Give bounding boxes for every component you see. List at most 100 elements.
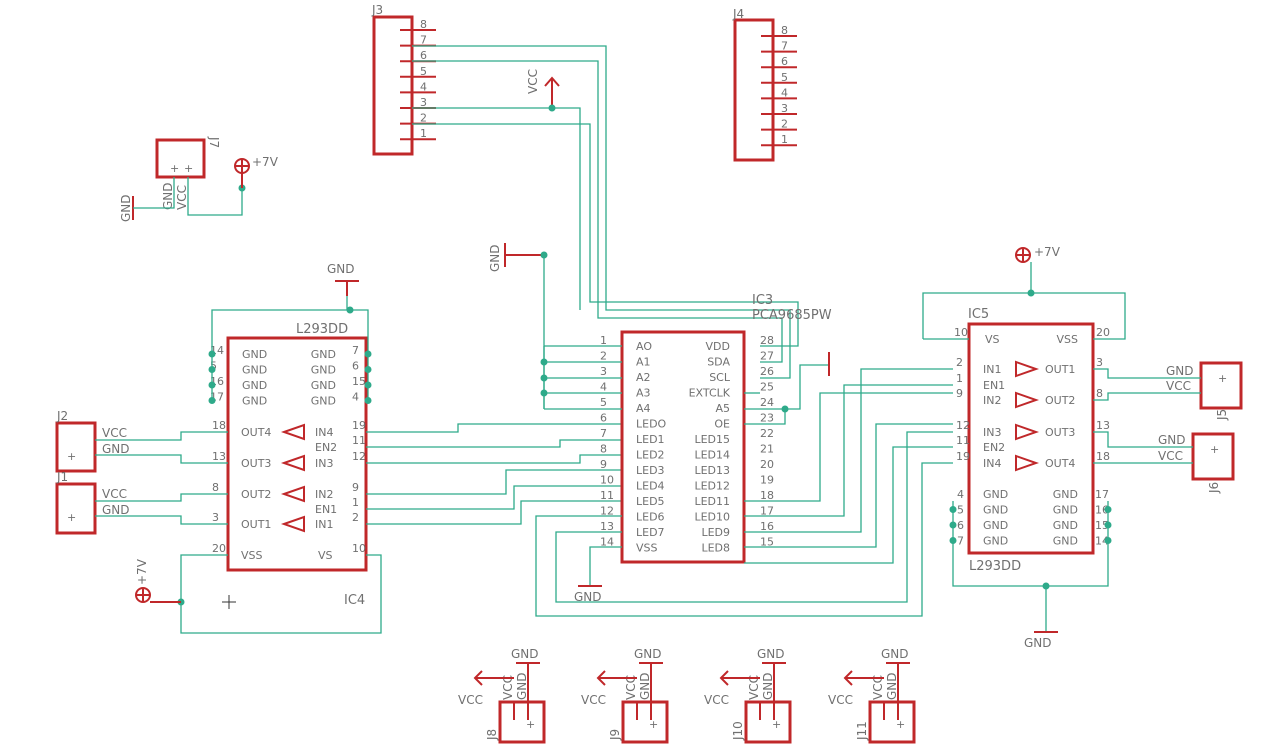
- gnd-symbol-ic4: GND: [327, 262, 359, 296]
- ic3-right-pin-num: 16: [760, 520, 774, 533]
- ic4-in-num: 2: [352, 511, 359, 524]
- ic5-gnd-left: GND: [983, 519, 1008, 532]
- j8-gnd-label: GND: [511, 647, 539, 661]
- j7-pin-vcc: VCC: [175, 185, 189, 210]
- ic3-right-pin-num: 26: [760, 365, 774, 378]
- ic5-gnd-right: GND: [1053, 535, 1078, 548]
- j8-vcc-label: VCC: [458, 693, 483, 707]
- ic4-in-name: EN2: [315, 441, 337, 454]
- v7-symbol-ic5: +7V: [1015, 245, 1061, 263]
- gnd-label-ic3: GND: [488, 244, 502, 272]
- ic3-left-pin-name: A2: [636, 371, 651, 384]
- j11-ref: J11: [855, 721, 869, 741]
- j3-pin-number: 2: [420, 112, 427, 125]
- j3-pin-number: 5: [420, 65, 427, 78]
- j7-pin-gnd: GND: [161, 182, 175, 210]
- ic3-right-pin-num: 15: [760, 536, 774, 549]
- ic5-in-name: EN1: [983, 379, 1005, 392]
- ic3-right-pin-name: LED12: [694, 480, 730, 493]
- j4-pin-number: 7: [781, 40, 788, 53]
- ic5-in-name: IN2: [983, 394, 1001, 407]
- ic3-right-pin-name: LED15: [694, 433, 730, 446]
- ic3-left-pin-name: LED6: [636, 511, 665, 524]
- ic4-gnd-right: GND: [311, 379, 336, 392]
- ic5-out-num: 8: [1096, 387, 1103, 400]
- j10-gnd-pin-label: GND: [761, 672, 775, 700]
- ic5-in-name: EN2: [983, 441, 1005, 454]
- svg-text:GND: GND: [1024, 636, 1052, 650]
- ic3-right-pin-num: 17: [760, 505, 774, 518]
- svg-text:GND: GND: [574, 590, 602, 604]
- ic3-left-pin-name: LED1: [636, 433, 665, 446]
- j11-vcc-arrow: [843, 670, 853, 686]
- ic5-out-name: OUT4: [1045, 457, 1075, 470]
- ic3-left-pin-num: 8: [600, 443, 607, 456]
- j11-body: [868, 700, 916, 744]
- j10-vcc-pin-label: VCC: [747, 675, 761, 700]
- ic4-buffer-triangle: [280, 485, 305, 503]
- ic3-left-pin-num: 3: [600, 365, 607, 378]
- v7-label-j7: +7V: [252, 155, 279, 169]
- svg-text:+: +: [1218, 372, 1227, 385]
- ic5-gnd-left: GND: [983, 504, 1008, 517]
- ic3-left-pin-name: A1: [636, 356, 651, 369]
- ic5-gnd-right: GND: [1053, 519, 1078, 532]
- svg-text:VCC: VCC: [1158, 449, 1183, 463]
- j1-ref: J1: [56, 470, 68, 484]
- ic3-right-pin-name: LED10: [694, 511, 730, 524]
- ic4-out-name: OUT4: [241, 426, 271, 439]
- j8-gnd-pin-label: GND: [515, 672, 529, 700]
- v7-symbol-ic4: +7V: [135, 558, 181, 603]
- vcc-symbol-top: VCC: [526, 69, 560, 108]
- ic3-right-pin-name: A5: [715, 402, 730, 415]
- ic5-in-name: IN3: [983, 426, 1001, 439]
- ic4-buffer-triangle: [280, 423, 305, 441]
- ic4-in-num: 1: [352, 496, 359, 509]
- ic5-gnd-right-num: 16: [1095, 504, 1109, 517]
- j4-pin-number: 6: [781, 55, 788, 68]
- ic3-right-pin-num: 22: [760, 427, 774, 440]
- ic4-junction: [208, 397, 216, 404]
- ic3-pca9685pw: IC3 PCA9685PW AO1A12A23A34A45LEDO6LED17L…: [600, 293, 832, 564]
- j9-vcc-label: VCC: [581, 693, 606, 707]
- ic3-left-pin-num: 14: [600, 536, 614, 549]
- ic4-out-num: 8: [212, 481, 219, 494]
- j8-vcc-arrow: [473, 670, 483, 686]
- j9-gnd-pin-label: GND: [638, 672, 652, 700]
- ic5-in-num: 9: [956, 387, 963, 400]
- gnd-symbol-ic3-address: GND: [488, 243, 544, 272]
- ic3-left-pin-name: AO: [636, 340, 652, 353]
- ic3-right-pin-name: EXTCLK: [689, 387, 731, 400]
- ic5-in-num: 1: [956, 372, 963, 385]
- v7-symbol-j7: +7V: [234, 155, 279, 188]
- j4-pin-number: 4: [781, 86, 788, 99]
- ic3-left-pin-num: 1: [600, 334, 607, 347]
- ic5-vs-num: 10: [954, 326, 968, 339]
- svg-text:VCC: VCC: [102, 487, 127, 501]
- ic5-in-num: 19: [956, 450, 970, 463]
- svg-text:+: +: [170, 162, 179, 175]
- ic3-right-pin-num: 19: [760, 474, 774, 487]
- ic4-in-num: 19: [352, 419, 366, 432]
- j10-vcc-arrow: [719, 670, 729, 686]
- ic5-gnd-left-num: 6: [957, 519, 964, 532]
- ic3-right-pin-num: 20: [760, 458, 774, 471]
- svg-text:+: +: [67, 511, 76, 524]
- ic3-left-pin-num: 6: [600, 412, 607, 425]
- j4-pin-number: 2: [781, 118, 788, 131]
- ic4-in-name: IN3: [315, 457, 333, 470]
- j10-vcc-label: VCC: [704, 693, 729, 707]
- ic5-gnd-left-num: 4: [957, 488, 964, 501]
- j8-ref: J8: [485, 729, 499, 741]
- ic4-in-num: 9: [352, 481, 359, 494]
- ic5-buffer-triangle: [1015, 391, 1040, 409]
- j10-plus: +: [772, 718, 781, 731]
- ic4-gnd-right: GND: [311, 395, 336, 408]
- ic5-in-num: 12: [956, 419, 970, 432]
- svg-text:GND: GND: [102, 442, 130, 456]
- j11-gnd-label: GND: [881, 647, 909, 661]
- ic3-right-pin-name: LED8: [701, 542, 730, 555]
- ic3-left-pin-name: A4: [636, 402, 651, 415]
